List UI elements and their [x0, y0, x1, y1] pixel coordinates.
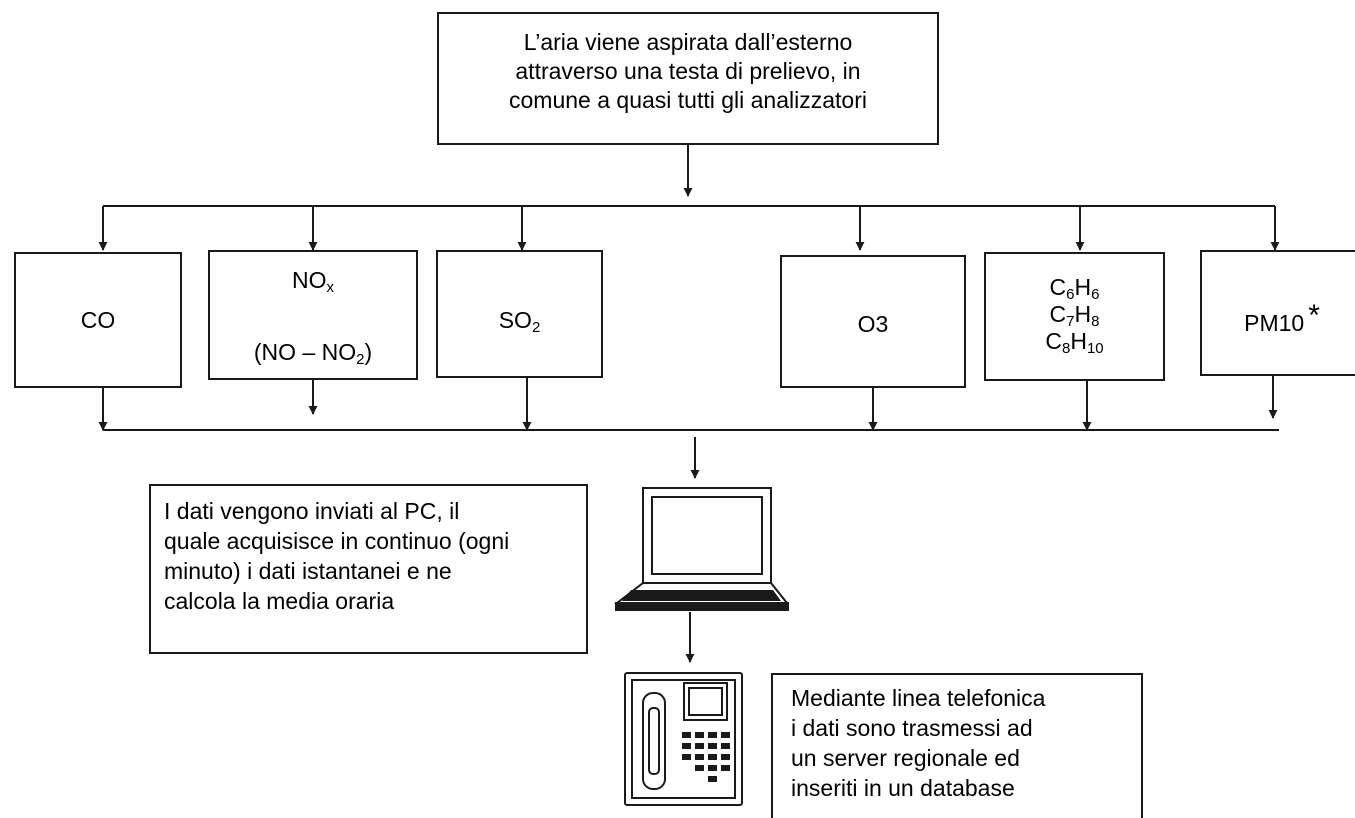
- footnote-star: *: [1308, 299, 1320, 332]
- analyzer-o3-label: O3: [857, 311, 889, 337]
- intake-text: L’aria viene aspirata dall’esterno attra…: [439, 28, 937, 115]
- telephone-icon: [624, 672, 743, 806]
- phone-note-text: Mediante linea telefonica i dati sono tr…: [791, 683, 1045, 803]
- intake-line-2: attraverso una testa di prelievo, in: [515, 58, 861, 84]
- pc-note-line-3: minuto) i dati istantanei e ne: [164, 558, 452, 584]
- formula-toluene: C7H8: [1049, 301, 1100, 330]
- analyzer-pm10-box: PM10*: [1200, 250, 1355, 376]
- intake-box: L’aria viene aspirata dall’esterno attra…: [437, 12, 939, 145]
- analyzer-nox-box: NOx (NO – NO2): [208, 250, 418, 380]
- phone-note-line-2: i dati sono trasmessi ad: [791, 715, 1033, 741]
- analyzer-btx-box: C6H6 C7H8 C8H10: [984, 252, 1165, 381]
- analyzer-nox-formula: NOx: [292, 267, 334, 296]
- phone-note-line-1: Mediante linea telefonica: [791, 685, 1046, 711]
- phone-note-box: Mediante linea telefonica i dati sono tr…: [771, 673, 1143, 818]
- analyzer-so2-box: SO2: [436, 250, 603, 378]
- pc-note-text: I dati vengono inviati al PC, il quale a…: [164, 496, 509, 616]
- phone-note-line-4: inseriti in un database: [791, 775, 1015, 801]
- pc-note-line-1: I dati vengono inviati al PC, il: [164, 498, 460, 524]
- pc-note-box: I dati vengono inviati al PC, il quale a…: [149, 484, 588, 654]
- analyzer-o3-box: O3: [780, 255, 966, 388]
- laptop-icon: [614, 487, 790, 611]
- formula-benzene: C6H6: [1049, 274, 1100, 303]
- intake-line-3: comune a quasi tutti gli analizzatori: [509, 87, 867, 113]
- analyzer-co-box: CO: [14, 252, 182, 388]
- phone-note-line-3: un server regionale ed: [791, 745, 1020, 771]
- pc-note-line-4: calcola la media oraria: [164, 588, 395, 614]
- analyzer-nox-components: (NO – NO2): [253, 339, 373, 368]
- analyzer-co-label: CO: [80, 307, 116, 333]
- analyzer-pm10-label: PM10*: [1244, 299, 1320, 337]
- formula-xylene: C8H10: [1045, 328, 1104, 357]
- intake-line-1: L’aria viene aspirata dall’esterno: [523, 29, 853, 55]
- pc-note-line-2: quale acquisisce in continuo (ogni: [164, 528, 510, 554]
- analyzer-btx-formulas: C6H6 C7H8 C8H10: [986, 274, 1163, 357]
- analyzer-so2-label: SO2: [498, 307, 541, 336]
